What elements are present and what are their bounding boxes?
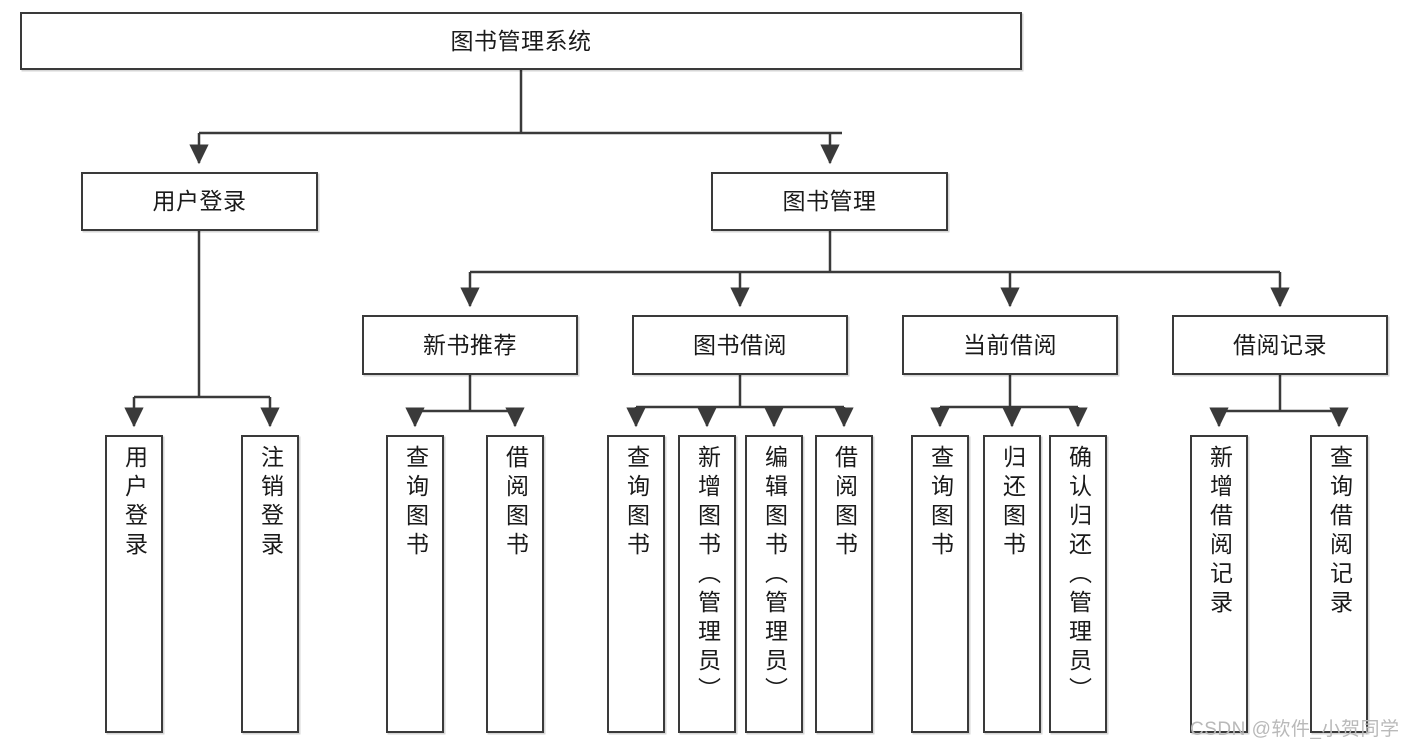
node-label: 图书管理 xyxy=(782,188,877,215)
node-leaf-edit-book-admin[interactable]: 编辑图书（管理员） xyxy=(745,435,803,733)
node-label: 新增借阅记录 xyxy=(1206,445,1233,619)
node-label: 用户登录 xyxy=(121,445,148,561)
node-label: 新增图书（管理员） xyxy=(694,445,721,706)
node-leaf-borrow-books[interactable]: 借阅图书 xyxy=(815,435,873,733)
node-book-management[interactable]: 图书管理 xyxy=(711,172,948,231)
node-leaf-query-books-recommend[interactable]: 查询图书 xyxy=(386,435,444,733)
node-label: 图书借阅 xyxy=(693,331,787,358)
node-user-login[interactable]: 用户登录 xyxy=(81,172,318,231)
node-leaf-add-book-admin[interactable]: 新增图书（管理员） xyxy=(678,435,736,733)
node-leaf-query-books-borrow[interactable]: 查询图书 xyxy=(607,435,665,733)
node-borrow-records[interactable]: 借阅记录 xyxy=(1172,315,1388,375)
node-label: 查询图书 xyxy=(402,445,429,561)
node-label: 查询借阅记录 xyxy=(1326,445,1353,619)
node-leaf-query-books-current[interactable]: 查询图书 xyxy=(911,435,969,733)
node-label: 归还图书 xyxy=(999,445,1026,561)
node-new-book-recommend[interactable]: 新书推荐 xyxy=(362,315,578,375)
node-leaf-return-books[interactable]: 归还图书 xyxy=(983,435,1041,733)
node-label: 用户登录 xyxy=(152,188,247,215)
node-label: 确认归还（管理员） xyxy=(1065,445,1092,706)
node-label: 编辑图书（管理员） xyxy=(761,445,788,706)
watermark-text: CSDN @软件_小贺同学 xyxy=(1190,719,1400,740)
node-label: 注销登录 xyxy=(257,445,284,561)
node-label: 查询图书 xyxy=(927,445,954,561)
node-current-borrow[interactable]: 当前借阅 xyxy=(902,315,1118,375)
node-label: 当前借阅 xyxy=(963,331,1057,358)
node-book-borrow[interactable]: 图书借阅 xyxy=(632,315,848,375)
node-label: 查询图书 xyxy=(623,445,650,561)
node-leaf-query-borrow-record[interactable]: 查询借阅记录 xyxy=(1310,435,1368,733)
node-label: 借阅图书 xyxy=(502,445,529,561)
node-label: 借阅记录 xyxy=(1233,331,1327,358)
node-label: 借阅图书 xyxy=(831,445,858,561)
node-leaf-add-borrow-record[interactable]: 新增借阅记录 xyxy=(1190,435,1248,733)
node-leaf-user-login[interactable]: 用户登录 xyxy=(105,435,163,733)
node-label: 图书管理系统 xyxy=(450,27,592,54)
node-root-system[interactable]: 图书管理系统 xyxy=(20,12,1022,70)
node-label: 新书推荐 xyxy=(423,331,517,358)
node-leaf-confirm-return-admin[interactable]: 确认归还（管理员） xyxy=(1049,435,1107,733)
node-leaf-borrow-books-recommend[interactable]: 借阅图书 xyxy=(486,435,544,733)
node-leaf-logout[interactable]: 注销登录 xyxy=(241,435,299,733)
